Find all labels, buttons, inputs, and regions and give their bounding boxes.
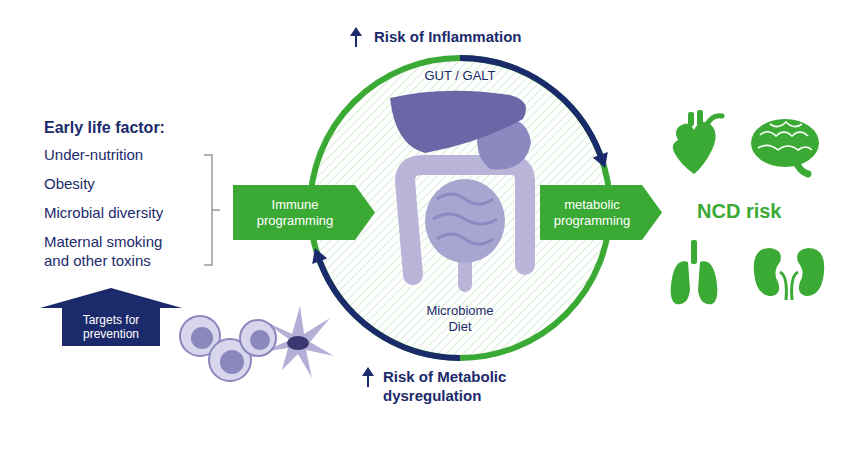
up-arrow-symbol [362,367,374,387]
lungs-icon [671,240,718,304]
arrow-text: Targets for prevention [66,313,156,342]
circle-text: Microbiome Diet [417,303,503,334]
arrow-node: metabolic programming [540,185,662,240]
list-item: Obesity [44,175,95,194]
risk-label: Risk of Inflammation [374,28,522,47]
circle-text: GUT / GALT [400,68,520,84]
heart-icon [673,110,722,174]
kidneys-icon [754,248,824,300]
risk-label: Risk of Metabolic dysregulation [383,368,553,406]
bracket [204,155,220,265]
outcome-label: NCD risk [697,199,781,224]
arrow-text: Immune programming [241,197,349,228]
list-item: Under-nutrition [44,146,143,165]
arrow-node: Targets for prevention [40,288,182,346]
list-heading: Early life factor: [44,118,165,138]
brain-icon [751,119,819,174]
gut-illustration [390,91,531,285]
list-item: Microbial diversity [44,204,163,223]
cell-illustration [180,306,334,381]
list-item: Maternal smoking and other toxins [44,233,184,271]
arrow-text: metabolic programming [548,197,636,228]
up-arrow-symbol [350,27,362,47]
arrow-node: Immune programming [233,185,375,240]
